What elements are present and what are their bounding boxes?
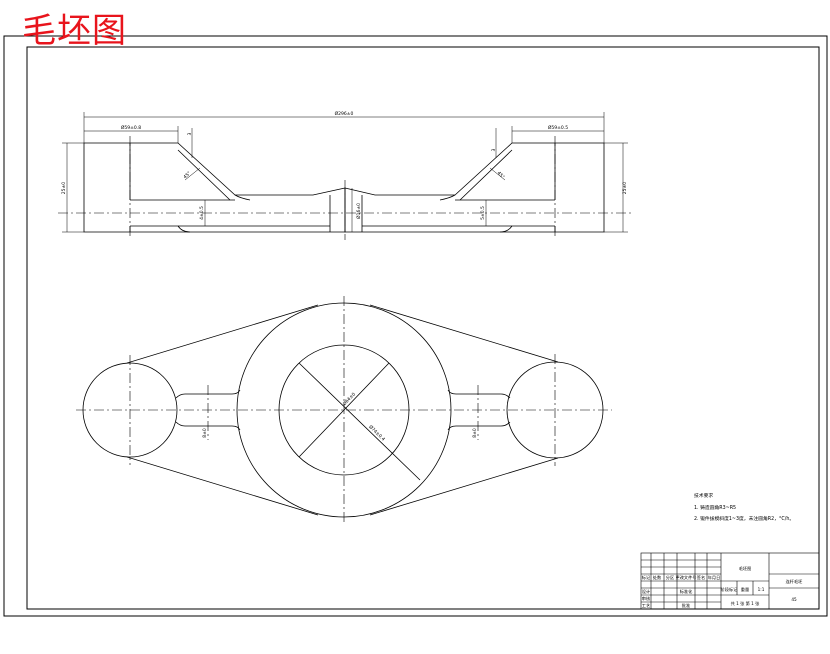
title-scale: 1:1 bbox=[758, 587, 765, 592]
title-label-date: 年月日 bbox=[708, 574, 721, 581]
title-block bbox=[640, 552, 820, 610]
dim-right-height: 25±0 bbox=[622, 182, 628, 194]
dim-left-web: 4±0.5 bbox=[199, 206, 205, 220]
dim-left-width: Ø59±0.8 bbox=[121, 124, 141, 131]
title-sheet: 共 1 张 第 1 张 bbox=[731, 600, 761, 607]
notes-line-2: 2. 锻件拔模斜度1~3度，未注圆角R2，°C/h。 bbox=[694, 515, 794, 522]
dim-right-chamfer: 45° bbox=[496, 170, 506, 180]
title-role-design: 设计 bbox=[642, 588, 650, 595]
dim-right-neck: 8±0 bbox=[472, 428, 478, 438]
dim-right-web: 5±0.5 bbox=[480, 206, 486, 220]
notes-line-1: 1. 铸造圆角R3~R5 bbox=[694, 504, 736, 511]
dim-left-height: 25±0 bbox=[61, 182, 67, 194]
title-role-review: 审核 bbox=[642, 595, 651, 602]
inner-frame bbox=[26, 46, 820, 610]
title-weight-label: 重量 bbox=[741, 586, 749, 593]
plan-dimension-labels: Ø64±0 Ø74±0.4 8±0 8±0 bbox=[202, 391, 478, 443]
dim-right-top: 3 bbox=[491, 148, 497, 151]
title-misc-standard: 标准化 bbox=[680, 588, 693, 595]
title-block-text: 毛坯图 连杆毛坯 45 1:1 共 1 张 第 1 张 阶段标记 重量 标记 处… bbox=[642, 565, 803, 609]
front-dimensions bbox=[62, 112, 628, 233]
front-view bbox=[83, 142, 605, 233]
dim-outer-circle: Ø74±0.4 bbox=[367, 423, 386, 442]
title-misc-approve: 批准 bbox=[682, 602, 690, 609]
title-drawing-name: 毛坯图 bbox=[739, 565, 752, 572]
right-boss-outline bbox=[344, 142, 605, 233]
title-label-sign: 签名 bbox=[697, 574, 705, 581]
title-label-mark: 标记 bbox=[642, 574, 651, 581]
title-role-process: 工艺 bbox=[642, 603, 650, 608]
title-label-zone: 分区 bbox=[666, 574, 674, 581]
title-stage-label: 阶段标记 bbox=[721, 586, 739, 593]
plan-centerlines bbox=[76, 296, 612, 524]
page-title: 毛坯图 bbox=[22, 11, 127, 51]
left-boss-outline bbox=[83, 142, 346, 233]
front-dimension-labels: Ø296±0 Ø59±0.8 Ø59±0.5 25±0 25±0 3 3 45°… bbox=[61, 110, 628, 220]
dim-left-top: 3 bbox=[187, 132, 193, 135]
notes-heading: 技术要求 bbox=[694, 492, 713, 499]
outer-frame bbox=[3, 35, 828, 617]
dim-center-bore: Ø16±0 bbox=[355, 203, 362, 219]
dim-total-length: Ø296±0 bbox=[335, 110, 354, 117]
dim-left-chamfer: 45° bbox=[182, 170, 192, 180]
technical-notes: 技术要求 1. 铸造圆角R3~R5 2. 锻件拔模斜度1~3度，未注圆角R2，°… bbox=[694, 492, 794, 522]
title-label-change: 更改文件号 bbox=[676, 574, 697, 581]
title-label-count: 处数 bbox=[653, 574, 662, 581]
dim-right-width: Ø59±0.5 bbox=[548, 124, 568, 131]
front-centerlines bbox=[58, 136, 632, 240]
dim-left-neck: 8±0 bbox=[202, 428, 208, 438]
title-material: 45 bbox=[791, 597, 797, 602]
title-part-name: 连杆毛坯 bbox=[786, 578, 804, 585]
